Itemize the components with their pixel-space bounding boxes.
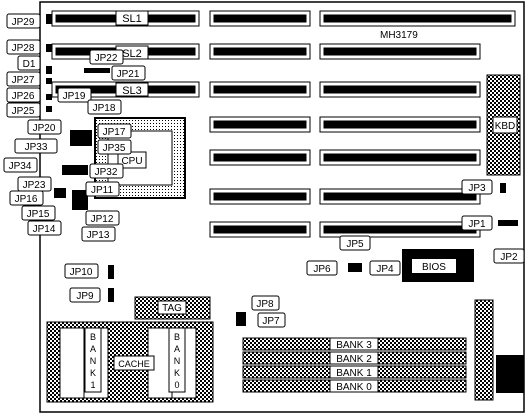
jumper-label-jp7: JP7 [262,316,280,327]
cache-bank0-b: B [174,332,180,342]
jumper-label-jp13: JP13 [87,230,110,241]
tag-label: TAG [162,303,182,314]
jumper-label-jp15: JP15 [27,209,50,220]
cache-bank1-b: B [90,332,96,342]
keyboard-connector-label: KBD [495,121,516,132]
slot-label-sl2: SL2 [122,48,142,60]
jumper-label-jp12: JP12 [91,214,114,225]
power-connector [474,299,494,401]
cache-sram-area: B A N K 1 B A N K 0 CACHE [46,321,214,403]
jumper-label-jp2: JP2 [500,252,518,263]
jumper-label-jp28: JP28 [12,43,35,54]
jumper-label-jp3: JP3 [468,183,486,194]
jumper-label-jp9: JP9 [76,291,94,302]
simm-bank-2-label: BANK 2 [336,354,372,365]
jumper-label-jp23: JP23 [23,180,46,191]
jumper-label-jp14: JP14 [33,224,56,235]
jumper-label-jp19: JP19 [63,91,86,102]
jumper-label-jp20: JP20 [33,123,56,134]
jumper-label-jp27: JP27 [12,75,35,86]
cache-bank1-num: 1 [90,380,95,390]
jumper-label-jp6: JP6 [313,264,331,275]
jumper-label-jp1: JP1 [468,219,486,230]
jumper-label-jp22: JP22 [95,53,118,64]
jumper-label-jp5: JP5 [346,239,364,250]
cache-bank0-k: K [174,368,180,378]
jumper-label-jp11: JP11 [91,185,113,196]
simm-bank-3-label: BANK 3 [336,340,372,351]
jumper-label-jp34: JP34 [9,161,32,172]
cache-bank1-n: N [90,356,97,366]
jumper-label-jp29: JP29 [12,17,35,28]
cache-bank0-n: N [174,356,181,366]
jumper-label-jp4: JP4 [376,264,394,275]
jumper-label-jp32: JP32 [95,167,118,178]
aux-connector [496,355,524,393]
simm-bank-0-label: BANK 0 [336,382,372,393]
jumper-label-jp10: JP10 [70,267,93,278]
cache-bank1-k: K [90,368,96,378]
jumper-blocks [46,14,518,326]
slot-label-sl1: SL1 [122,13,142,25]
cache-bank1-a: A [90,344,96,354]
jumper-label-jp8: JP8 [256,299,274,310]
jumper-labels: JP29 JP28 D1 JP27 JP26 JP25 JP20 JP19 JP… [3,13,525,328]
jumper-label-jp33: JP33 [25,142,48,153]
board-model-label: MH3179 [380,30,418,41]
jumper-label-jp18: JP18 [93,103,116,114]
bios-label: BIOS [422,262,446,273]
jumper-label-jp35: JP35 [103,143,126,154]
slot-label-sl3: SL3 [122,85,142,97]
simm-bank-1-label: BANK 1 [336,368,372,379]
cache-bank0-num: 0 [174,380,179,390]
slot-labels: SL1 SL2 SL3 [115,10,149,97]
cache-bank0-a: A [174,344,180,354]
jumper-label-jp25: JP25 [12,106,35,117]
jumper-label-jp16: JP16 [15,194,38,205]
simm-banks: BANK 3 BANK 2 BANK 1 BANK 0 [242,337,467,393]
jumper-label-jp21: JP21 [117,69,140,80]
cache-label: CACHE [118,359,150,369]
jumper-label-jp17: JP17 [103,127,126,138]
diode-label-d1: D1 [23,59,36,70]
cpu-label: CPU [121,156,142,167]
jumper-label-jp26: JP26 [12,91,35,102]
